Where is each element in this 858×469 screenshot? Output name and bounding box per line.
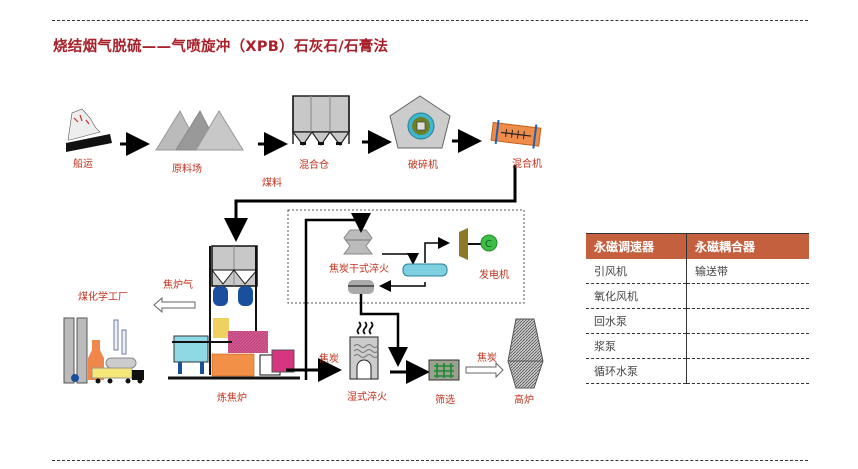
table-row: 浆泵 [586,333,809,359]
equipment-table: 永磁调速器 永磁耦合器 引风机输送带 氧化风机 回水泵 浆泵 循环水泵 [586,233,809,384]
label-generator: 发电机 [479,268,509,281]
column-header: 永磁调速器 [586,233,687,259]
table-cell [686,333,809,359]
table-cell: 引风机 [586,259,687,284]
table-cell: 氧化风机 [586,283,687,309]
flow-line [304,213,371,380]
bottom-divider [52,460,808,461]
flow-line [382,253,419,265]
table-cell [686,283,809,309]
label-coke-gas: 焦炉气 [163,278,193,291]
crusher-icon [389,95,451,149]
turbine-generator-icon [459,228,498,260]
table-cell [686,308,809,334]
label-screening: 筛选 [435,393,455,406]
flow-line [424,237,450,263]
mixer-drum-icon [490,119,542,149]
table-row: 氧化风机 [586,283,809,309]
top-divider [52,20,808,21]
table-cell [686,358,809,384]
label-mix-bin: 混合仓 [299,158,329,171]
screening-icon [428,359,460,381]
label-cdq: 焦炭干式淬火 [329,262,389,275]
mixing-bin-icon [291,95,351,147]
table-header-row: 永磁调速器 永磁耦合器 [586,233,809,259]
coke-to-furnace-arrow [465,361,504,379]
table-row: 循环水泵 [586,358,809,384]
coal-chemical-plant-icon [63,317,144,384]
label-ship: 船运 [73,157,93,170]
label-wet-quench: 湿式淬火 [347,390,387,403]
wet-quench-tower-icon [349,321,379,380]
flow-line [224,165,517,242]
table-cell: 输送带 [686,259,809,284]
coke-oven-icon [168,245,300,380]
column-header: 永磁耦合器 [686,233,809,259]
coke-gas-arrow [153,296,196,314]
cdq-unit-icon [343,229,374,294]
page-title: 烧结烟气脱硫——气喷旋冲（XPB）石灰石/石膏法 [53,39,389,55]
label-coke-oven: 炼焦炉 [217,391,247,404]
table-row: 引风机输送带 [586,259,809,284]
ship-icon [66,108,112,152]
boiler-drum-icon [402,263,448,277]
label-raw-yard: 原料场 [172,162,202,175]
label-coke-2: 焦炭 [477,351,497,364]
label-blast-furnace: 高炉 [514,393,534,406]
table-cell: 浆泵 [586,333,687,359]
cdq-boundary [287,209,525,304]
flow-line [359,294,408,367]
blast-furnace-icon [507,318,544,389]
label-crusher: 破碎机 [408,158,438,171]
label-mixer: 混合机 [512,157,542,170]
label-coal: 煤料 [262,176,282,189]
label-coke-1: 焦炭 [319,352,339,365]
raw-material-yard-icon [155,109,244,151]
table-cell: 回水泵 [586,308,687,334]
table-row: 回水泵 [586,308,809,334]
flow-line [379,280,426,292]
label-coal-chem-plant: 煤化学工厂 [78,290,128,303]
generator-symbol: C [485,239,492,250]
table-cell: 循环水泵 [586,358,687,384]
